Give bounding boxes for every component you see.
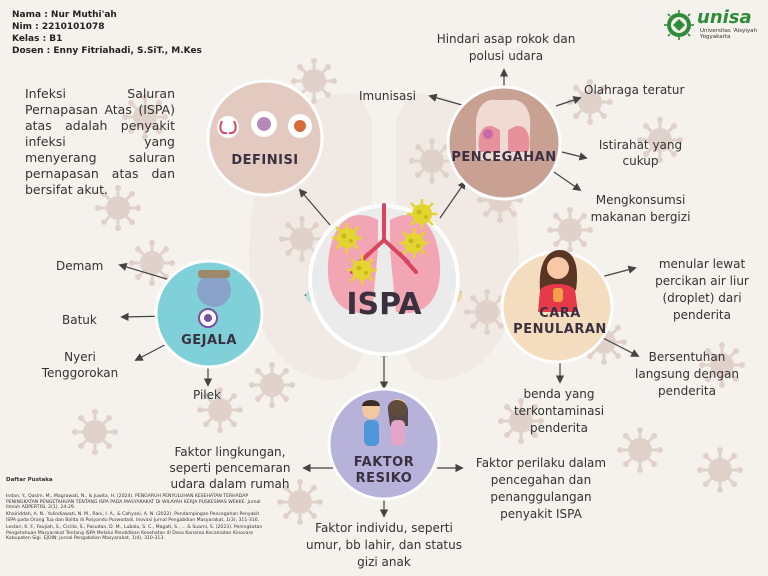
student-class: Kelas : B1: [12, 34, 63, 44]
pencegahan-item-4: Istirahat yang cukup: [598, 138, 683, 168]
pencegahan-item-5: Mengkonsumsi makanan bergizi: [590, 193, 691, 224]
resiko-label-line2: RESIKO: [355, 471, 413, 486]
university-emblem-icon: [664, 10, 694, 40]
resiko-item-2: Faktor perilaku dalam pencegahan dan pen…: [475, 456, 607, 521]
references-heading: Daftar Pustaka: [6, 477, 53, 483]
reference-item: Indan, Y., Qasim, M., Magrawati, N., & J…: [6, 493, 261, 511]
penularan-label: CARA PENULARAN: [510, 306, 610, 338]
gejala-item-3: Nyeri Tenggorokan: [41, 350, 119, 380]
pencegahan-item-2: Imunisasi: [359, 89, 416, 103]
gejala-item-2: Batuk: [62, 313, 97, 327]
reference-item: Khairiddah, A. N., Yulindiawati, N. M., …: [6, 512, 260, 523]
resiko-label-line1: FAKTOR: [353, 455, 415, 470]
resiko-item-3: Faktor individu, seperti umur, bb lahir,…: [306, 521, 462, 569]
center-title: ISPA: [346, 287, 422, 322]
resiko-circle: [327, 387, 441, 501]
pencegahan-item-1: Hindari asap rokok dan polusi udara: [436, 32, 576, 63]
logo-sub1: Universitas 'Aisyiyah: [700, 28, 758, 34]
pencegahan-circle: [446, 85, 562, 201]
student-name: Nama : Nur Muthi'ah: [12, 10, 117, 20]
definisi-circle: [206, 79, 324, 197]
gejala-label: GEJALA: [181, 333, 237, 348]
penularan-item-2: Bersentuhan langsung dengan penderita: [635, 350, 739, 398]
gejala-item-4: Pilek: [193, 388, 221, 402]
pencegahan-label: PENCEGAHAN: [451, 150, 557, 165]
penularan-item-3: benda yang terkontaminasi penderita: [513, 387, 605, 435]
logo-sub2: Yogyakarta: [700, 34, 731, 40]
penularan-item-1: menular lewat percikan air liur (droplet…: [655, 257, 749, 322]
penularan-label-line2: PENULARAN: [513, 322, 607, 337]
penularan-label-line1: CARA: [539, 306, 581, 321]
student-info: Nama : Nur Muthi'ah Nim : 2210101078 Kel…: [12, 9, 202, 57]
center-circle: [308, 197, 460, 356]
resiko-item-1: Faktor lingkungan, seperti pencemaran ud…: [169, 445, 291, 491]
gejala-circle: [154, 259, 264, 369]
penularan-circle: [500, 250, 614, 364]
student-nim: Nim : 2210101078: [12, 22, 105, 32]
lecturer-name: Dosen : Enny Fitriahadi, S.SiT., M.Kes: [12, 46, 202, 56]
pencegahan-item-3: Olahraga teratur: [584, 83, 685, 97]
logo-brand: unisa: [697, 7, 752, 28]
resiko-label: FAKTOR RESIKO: [334, 455, 434, 487]
definisi-text: Infeksi Saluran Pernapasan Atas (ISPA) a…: [25, 86, 175, 197]
definisi-label: DEFINISI: [231, 153, 299, 168]
gejala-item-1: Demam: [56, 259, 104, 273]
references: Daftar Pustaka Indan, Y., Qasim, M., Mag…: [6, 477, 268, 543]
reference-item: Lestari, K. F., Faujiah, S., Cicilia, S.…: [6, 524, 263, 542]
